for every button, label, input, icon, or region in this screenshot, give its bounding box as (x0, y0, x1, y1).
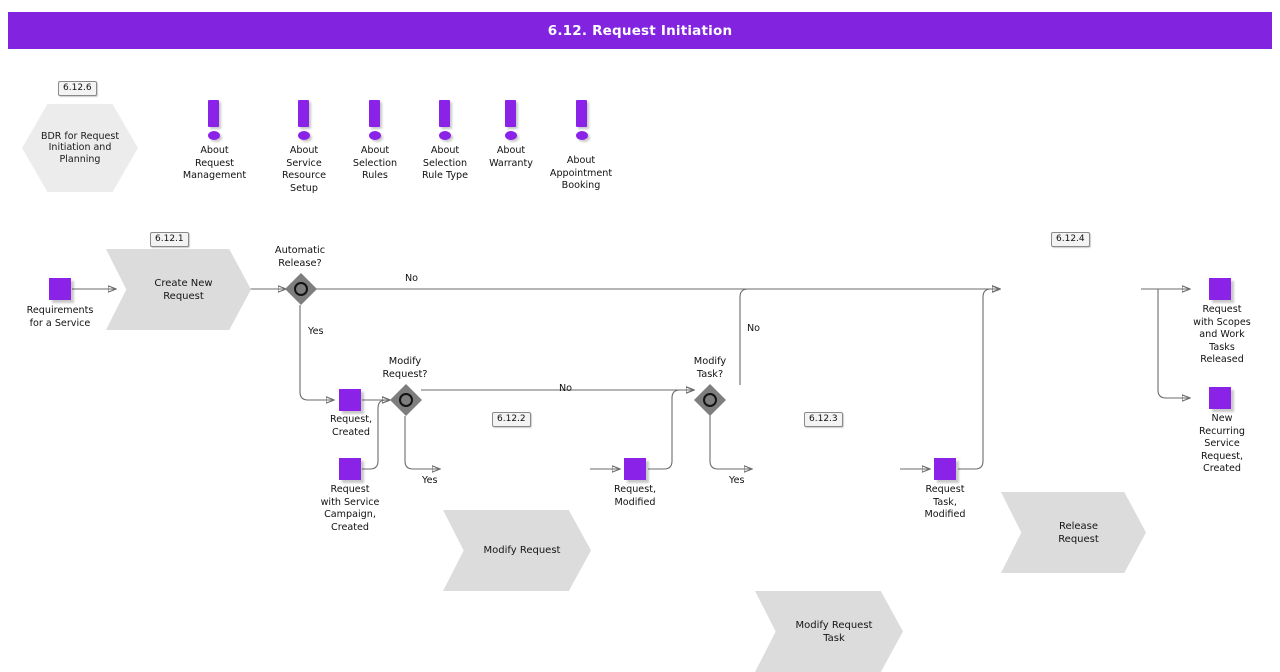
exclamation-icon (505, 100, 516, 127)
about-link-label-selection-rules[interactable]: About Selection Rules (352, 145, 398, 181)
data-label-request-scopes-released: Request with Scopes and Work Tasks Relea… (1193, 304, 1251, 365)
process-label-create-new-request: Create New Request (154, 277, 213, 302)
edge-label-auto-release-yes: Yes (308, 326, 324, 337)
about-link-label-service-resource-setup[interactable]: About Service Resource Setup (282, 145, 326, 194)
exclamation-icon (208, 100, 219, 127)
data-label-request-modified: Request, Modified (613, 484, 657, 508)
process-label-modify-request-task: Modify Request Task (795, 619, 873, 644)
about-link-label-appointment-booking[interactable]: About Appointment Booking (549, 155, 613, 191)
exclamation-icon-dot (297, 131, 310, 140)
edge-label-auto-release-no: No (405, 273, 419, 284)
data-square-new-recurring-service-request[interactable] (1209, 387, 1231, 409)
exclamation-icon-dot (575, 131, 588, 140)
decision-automatic-release[interactable] (285, 273, 317, 305)
about-link-label-selection-rule-type[interactable]: About Selection Rule Type (422, 145, 468, 181)
edge-label-modify-request-yes: Yes (422, 475, 438, 486)
data-label-request-task-modified: Request Task, Modified (924, 484, 966, 520)
process-modify-request[interactable]: Modify Request (443, 510, 591, 591)
decision-label-automatic-release: Automatic Release? (274, 245, 326, 269)
decision-inner-circle-icon (399, 393, 413, 407)
reference-node-badge[interactable]: 6.12.6 (58, 81, 97, 96)
edge-label-modify-request-no: No (559, 383, 573, 394)
process-modify-request-task[interactable]: Modify Request Task (755, 591, 903, 672)
page-title-bar: 6.12. Request Initiation (8, 12, 1272, 49)
exclamation-icon-dot (504, 131, 517, 140)
about-link-label-warranty[interactable]: About Warranty (489, 145, 533, 169)
process-create-new-request[interactable]: Create New Request (106, 249, 251, 330)
process-badge-6-12-3[interactable]: 6.12.3 (804, 412, 843, 427)
data-square-start[interactable] (49, 278, 71, 300)
process-badge-6-12-4[interactable]: 6.12.4 (1051, 232, 1090, 247)
data-label-request-service-campaign: Request with Service Campaign, Created (320, 484, 380, 533)
decision-inner-circle-icon (703, 393, 717, 407)
exclamation-icon (576, 100, 587, 127)
decision-label-modify-task: Modify Task? (693, 356, 727, 380)
process-badge-6-12-2[interactable]: 6.12.2 (492, 412, 531, 427)
page-title: 6.12. Request Initiation (547, 22, 733, 39)
decision-label-modify-request: Modify Request? (382, 356, 428, 380)
reference-node-label: BDR for Request Initiation and Planning (40, 130, 120, 165)
process-release-request[interactable]: Release Request (1001, 492, 1146, 573)
about-link-label-request-management[interactable]: About Request Management (182, 145, 247, 181)
reference-node[interactable]: BDR for Request Initiation and Planning (22, 104, 138, 192)
decision-inner-circle-icon (294, 282, 308, 296)
data-square-request-service-campaign[interactable] (339, 458, 361, 480)
process-label-modify-request: Modify Request (483, 545, 561, 556)
diagram-canvas: 6.12. Request Initiation (8, 12, 1272, 672)
decision-modify-request[interactable] (390, 384, 422, 416)
edge-label-modify-task-no: No (747, 323, 761, 334)
process-label-release-request: Release Request (1058, 520, 1099, 545)
data-square-request-task-modified[interactable] (934, 458, 956, 480)
exclamation-icon-dot (368, 131, 381, 140)
data-square-request-scopes-released[interactable] (1209, 278, 1231, 300)
exclamation-icon (439, 100, 450, 127)
exclamation-icon (298, 100, 309, 127)
data-square-request-modified[interactable] (624, 458, 646, 480)
data-label-new-recurring-service-request: New Recurring Service Request, Created (1198, 413, 1246, 474)
exclamation-icon (369, 100, 380, 127)
exclamation-icon-dot (207, 131, 220, 140)
process-badge-6-12-1[interactable]: 6.12.1 (150, 232, 189, 247)
hexagon-shape: BDR for Request Initiation and Planning (22, 104, 138, 192)
data-square-request-created[interactable] (339, 389, 361, 411)
exclamation-icon-dot (438, 131, 451, 140)
data-label-request-created: Request, Created (329, 414, 373, 438)
start-event-label: Requirements for a Service (26, 305, 94, 329)
decision-modify-task[interactable] (694, 384, 726, 416)
edge-label-modify-task-yes: Yes (729, 475, 745, 486)
